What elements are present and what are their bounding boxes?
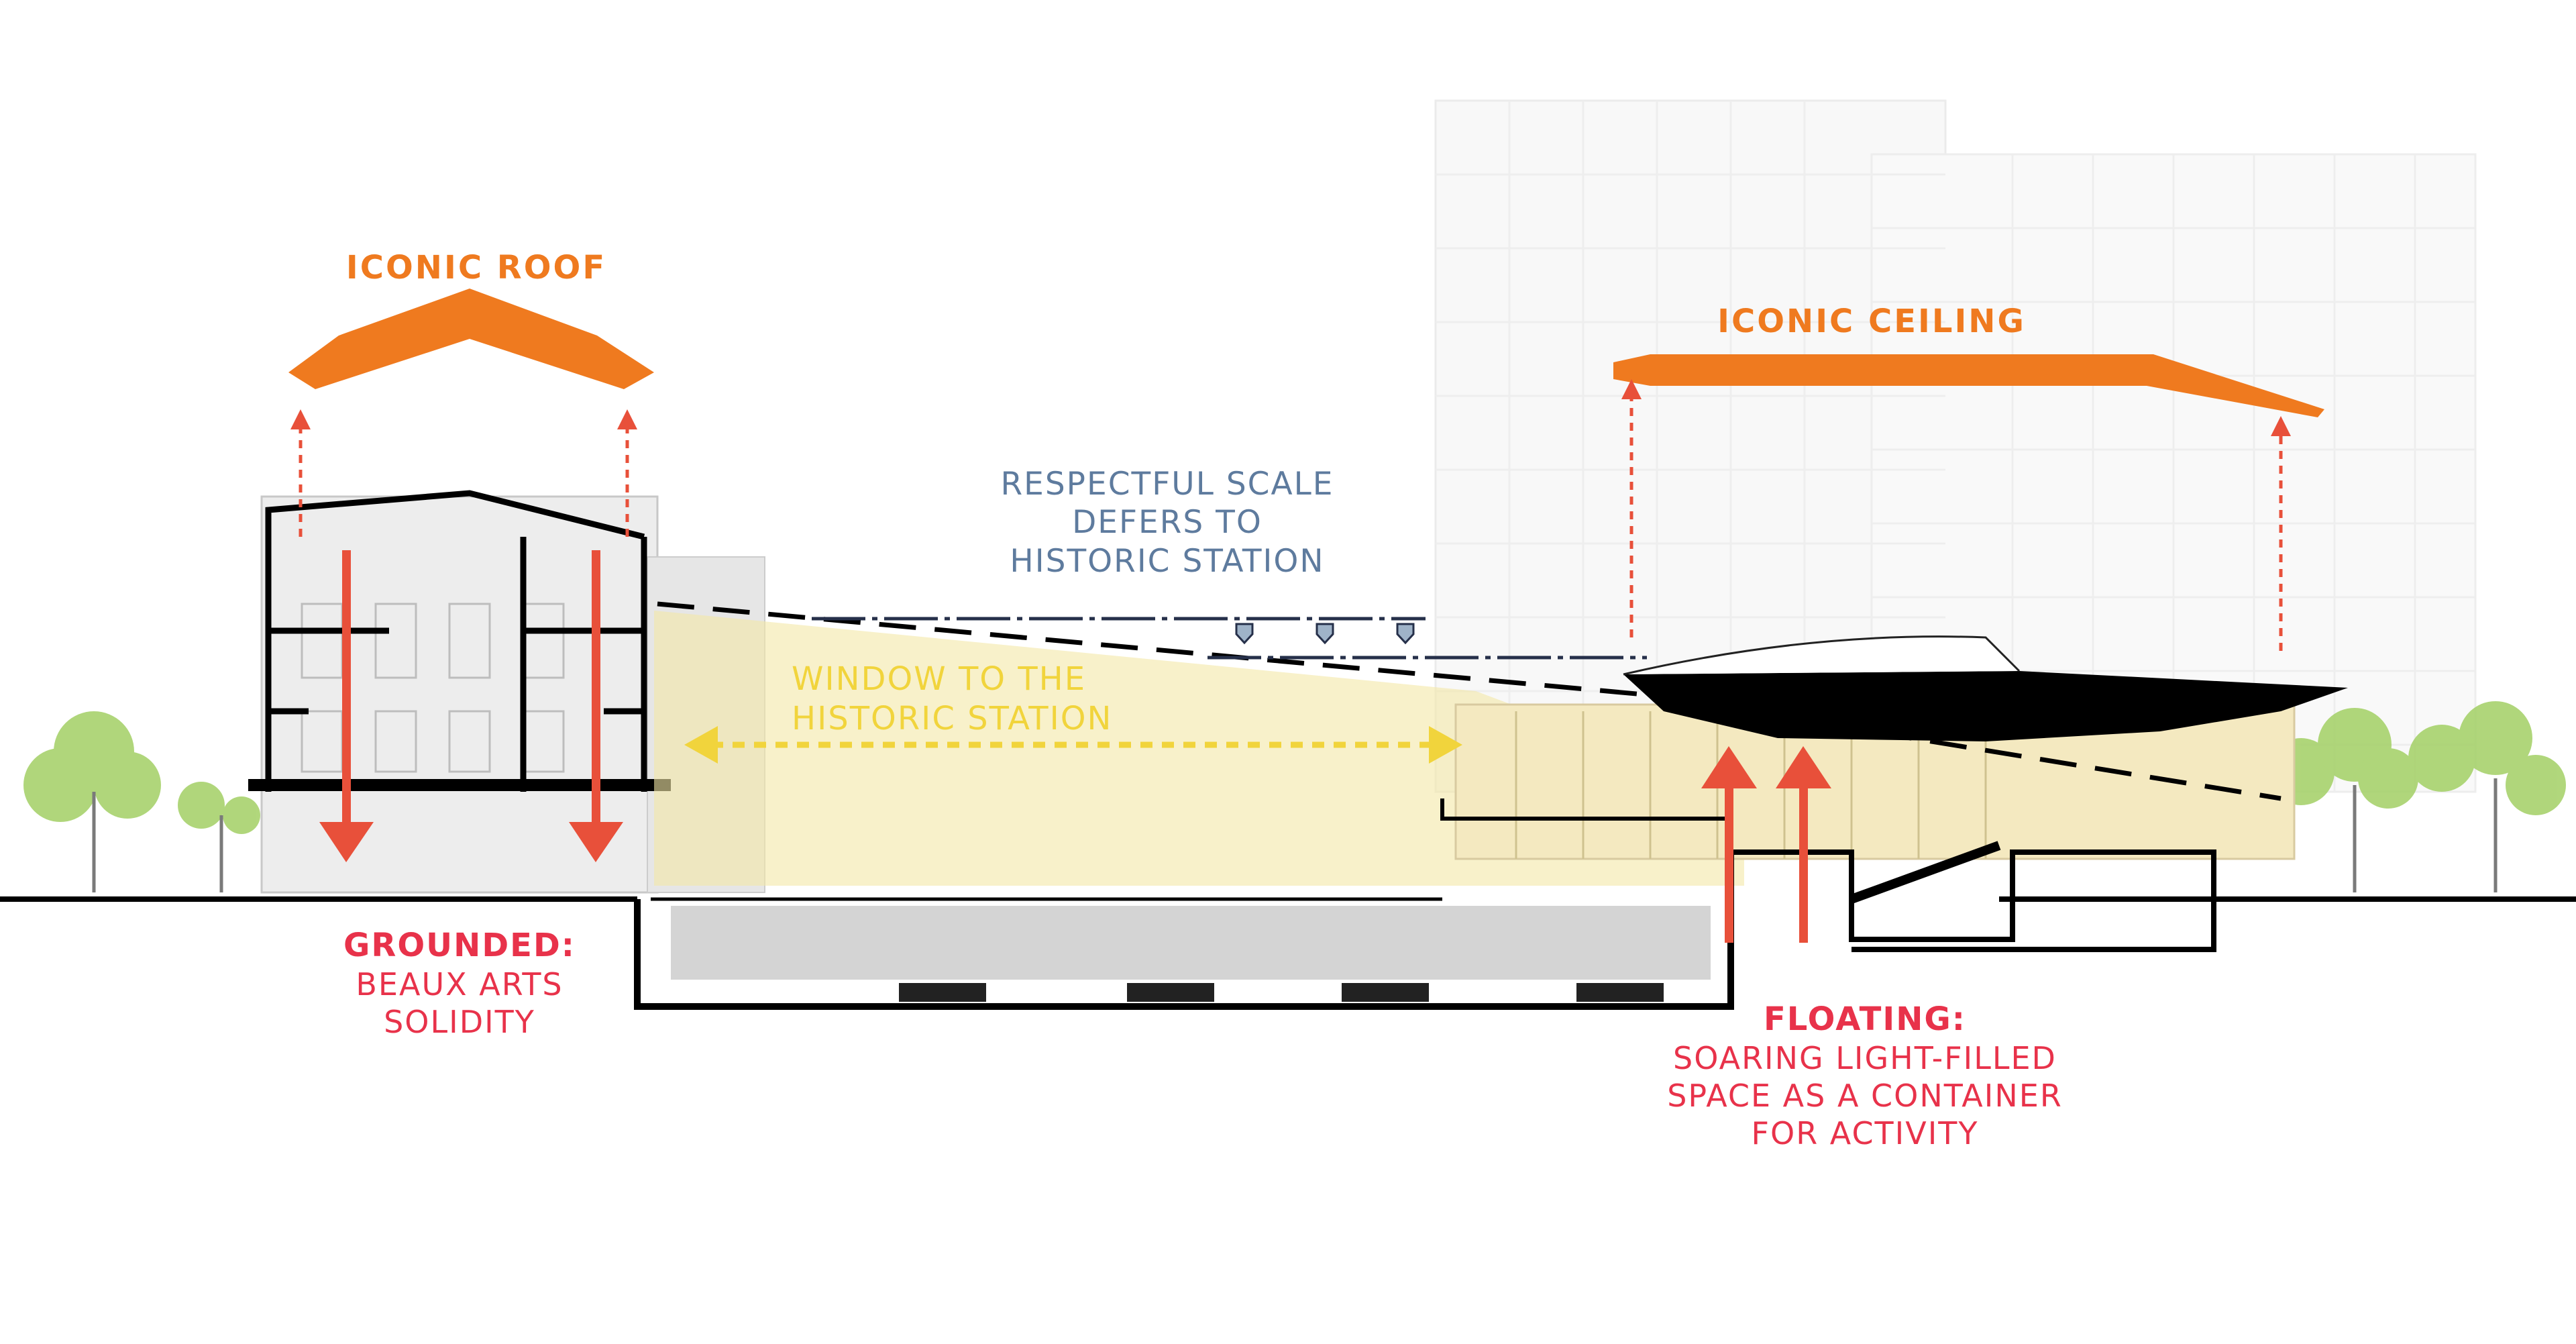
respectful-scale-line-1: RESPECTFUL SCALE [1000, 466, 1334, 503]
window-arrow [684, 726, 1462, 764]
platforms [899, 983, 1664, 1002]
floating-title: FLOATING: [1764, 1000, 1966, 1038]
floating-line-1: SOARING LIGHT-FILLED [1673, 1039, 2057, 1076]
grounded-arrows [319, 550, 623, 862]
floating-ceiling [1623, 671, 2348, 741]
grounded-label: GROUNDED: BEAUX ARTS SOLIDITY [288, 926, 631, 1041]
window-line-1: WINDOW TO THE [792, 660, 1087, 698]
grounded-title: GROUNDED: [343, 927, 576, 964]
respectful-scale-line-2: DEFERS TO [1072, 504, 1263, 541]
floating-label: FLOATING: SOARING LIGHT-FILLED SPACE AS … [1529, 1000, 2200, 1152]
iconic-roof-label: ICONIC ROOF [345, 249, 607, 287]
upward-dashed-arrows [290, 379, 2291, 651]
scale-line-chevrons [1235, 623, 1415, 645]
iconic-ceiling-shape [1613, 354, 2324, 417]
floating-line-2: SPACE AS A CONTAINER [1667, 1077, 2063, 1114]
trees [23, 701, 2566, 834]
grounded-line-2: SOLIDITY [384, 1003, 535, 1040]
grounded-line-1: BEAUX ARTS [356, 966, 564, 1002]
iconic-roof-shape [288, 289, 654, 389]
window-label: WINDOW TO THE HISTORIC STATION [792, 660, 1167, 738]
sight-line [657, 601, 2282, 801]
concourse-building [1454, 635, 2348, 860]
respectful-scale-line-3: HISTORIC STATION [1010, 542, 1325, 580]
iconic-ceiling-label: ICONIC CEILING [1717, 303, 2026, 340]
scale-lines [812, 617, 1647, 660]
floating-arrows [1701, 746, 1831, 943]
floating-line-3: FOR ACTIVITY [1751, 1115, 1979, 1151]
window-line-2: HISTORIC STATION [792, 699, 1113, 737]
respectful-scale-label: RESPECTFUL SCALE DEFERS TO HISTORIC STAT… [912, 465, 1422, 580]
